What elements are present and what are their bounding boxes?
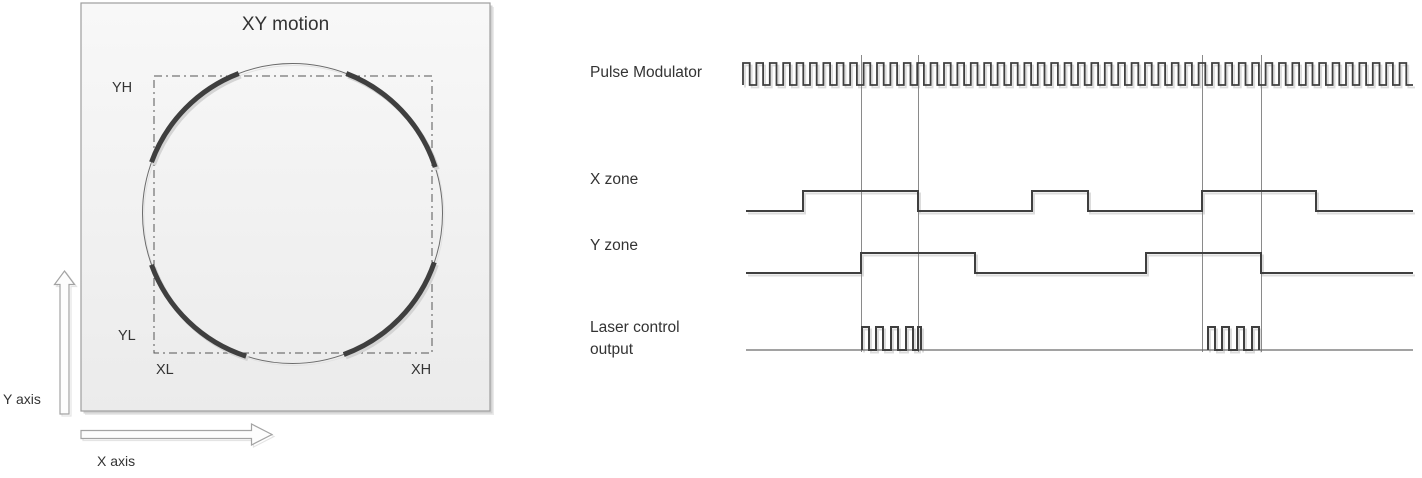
- motion-panel-title: XY motion: [241, 14, 330, 35]
- fire-arc: [345, 71, 438, 168]
- label-xh: XH: [411, 362, 432, 378]
- waveform-y-zone: [746, 252, 1413, 274]
- fire-arc: [342, 261, 437, 357]
- y-axis-arrow-icon: [53, 269, 76, 415]
- y-axis-arrow-shadow: [55, 271, 78, 417]
- laser-burst: [1207, 326, 1260, 351]
- zone-boundary-rect: [153, 75, 433, 354]
- xy-motion-circle: [142, 63, 443, 364]
- row-label-laser-control-output: Laser control output: [590, 317, 680, 361]
- label-yl: YL: [118, 328, 136, 344]
- row-label-x-zone: X zone: [590, 171, 639, 188]
- fire-arc: [149, 71, 240, 164]
- waveform-x-zone: [746, 190, 1413, 212]
- laser-label-line2: output: [590, 341, 634, 358]
- laser-burst: [861, 326, 922, 351]
- waveform-pulse-modulator: [742, 62, 1413, 86]
- waveform-shadows: [744, 64, 1415, 354]
- row-label-y-zone: Y zone: [590, 237, 638, 254]
- label-xl: XL: [156, 362, 174, 378]
- label-yh: YH: [112, 80, 133, 96]
- circle-shadow: [143, 65, 445, 366]
- y-axis-label: Y axis: [3, 391, 41, 407]
- fire-arc: [149, 263, 247, 359]
- motion-panel: [80, 2, 491, 412]
- x-axis-arrow-icon: [80, 423, 274, 446]
- laser-label-line1: Laser control: [590, 319, 680, 336]
- fire-arcs: [149, 71, 438, 359]
- row-label-pulse-modulator: Pulse Modulator: [590, 64, 703, 81]
- x-axis-label: X axis: [97, 453, 136, 469]
